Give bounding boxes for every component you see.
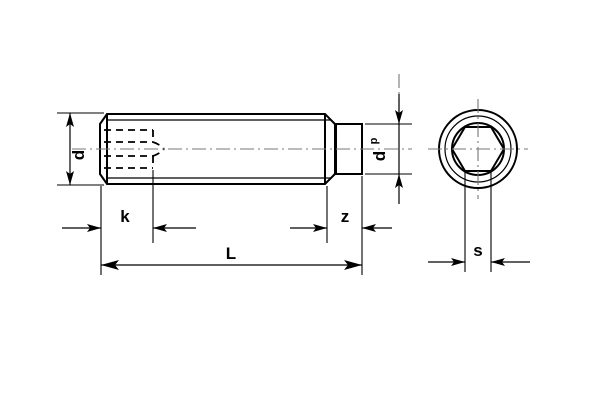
hex-socket-hidden-detail	[104, 129, 165, 169]
dim-dp-label-subscript: p	[368, 137, 380, 144]
dim-s-arrow-right	[491, 258, 505, 266]
dim-z-arrow-right	[362, 224, 376, 232]
dimension-k: k	[62, 170, 196, 243]
dimension-z: z	[290, 176, 392, 243]
dim-d-arrow-top	[66, 113, 74, 127]
dim-dp-arrow-top	[395, 110, 403, 124]
dim-L-label: L	[226, 244, 236, 263]
socket-hidden-cone-upper	[152, 141, 165, 150]
side-elevation-view	[72, 113, 412, 185]
dim-s-label: s	[473, 241, 482, 260]
dim-z-label: z	[341, 207, 350, 226]
dim-z-arrow-left	[313, 224, 327, 232]
dim-k-arrow-right	[153, 224, 167, 232]
dim-s-arrow-left	[451, 258, 465, 266]
dimension-dp: d p	[365, 74, 412, 204]
dim-dp-arrow-bottom	[395, 174, 403, 188]
end-elevation-view	[428, 99, 528, 199]
dim-d-arrow-bottom	[66, 171, 74, 185]
dimension-L: L	[100, 243, 363, 275]
dim-L-arrow-right	[344, 260, 362, 270]
dim-k-arrow-left	[87, 224, 101, 232]
dimension-d: d	[57, 112, 104, 186]
dim-dp-label: d	[370, 151, 389, 161]
dog-point-outline	[335, 123, 363, 175]
socket-hidden-cone-lower	[152, 148, 165, 157]
dimension-s: s	[428, 171, 530, 272]
dim-d-label: d	[69, 150, 88, 160]
dim-L-arrow-left	[101, 260, 119, 270]
dim-k-label: k	[120, 207, 130, 226]
